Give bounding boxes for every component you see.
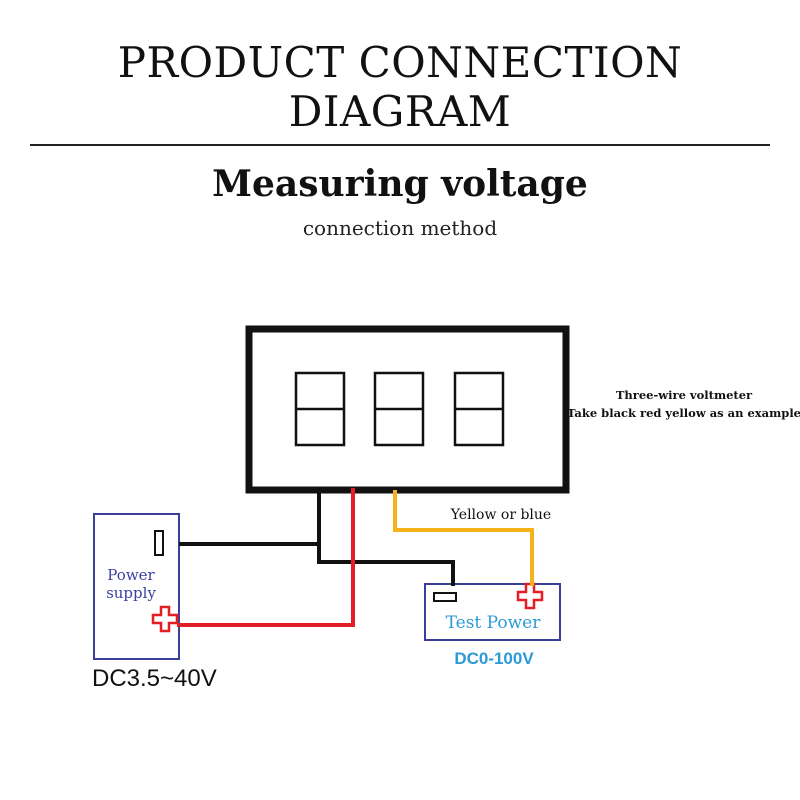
power-supply-label-line2: supply xyxy=(106,584,156,602)
title-divider xyxy=(30,144,770,146)
black-wire xyxy=(179,490,455,586)
test-power-minus-terminal xyxy=(433,592,457,602)
section-subtitle: connection method xyxy=(302,216,498,240)
digit-1 xyxy=(294,371,346,447)
voltmeter-note-line1: Three-wire voltmeter xyxy=(616,388,753,402)
section-title: Measuring voltage xyxy=(212,163,588,205)
digit-2 xyxy=(373,371,425,447)
test-power-plus-icon xyxy=(516,582,544,610)
power-supply-range: DC3.5~40V xyxy=(92,665,217,692)
test-power-label: Test Power xyxy=(446,613,542,633)
red-wire xyxy=(177,488,355,627)
voltmeter-note-line2: (Take black red yellow as an example) xyxy=(562,406,800,420)
test-power-range: DC0-100V xyxy=(454,649,534,668)
yellow-wire xyxy=(393,490,534,586)
signal-wire-label: Yellow or blue xyxy=(450,507,551,523)
power-supply-minus-terminal xyxy=(154,530,164,556)
digit-3 xyxy=(453,371,505,447)
page-title: PRODUCT CONNECTION DIAGRAM xyxy=(117,38,683,136)
power-supply-box xyxy=(93,513,180,660)
power-supply-label-line1: Power xyxy=(107,566,155,584)
